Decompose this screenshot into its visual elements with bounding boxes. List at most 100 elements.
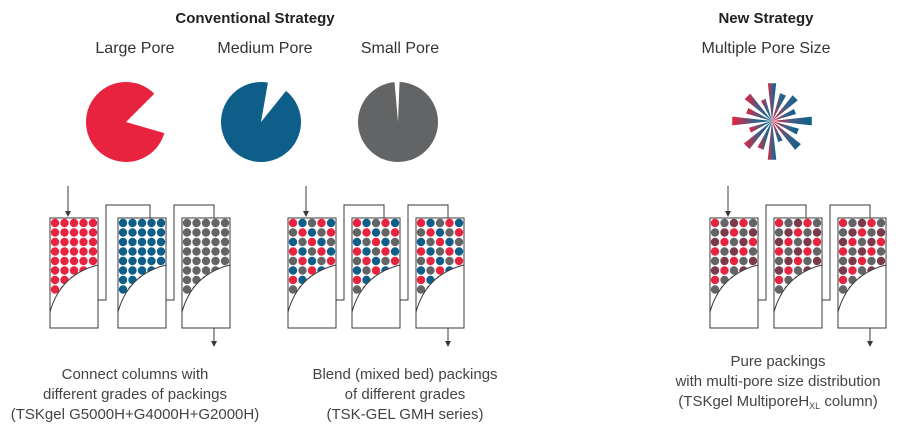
column-connector — [758, 204, 807, 301]
packing-bead — [88, 237, 98, 247]
packing-bead — [371, 256, 381, 266]
packing-bead — [118, 275, 128, 285]
packing-bead — [288, 275, 298, 285]
packing-bead — [128, 266, 137, 275]
packing-bead — [50, 228, 60, 237]
packing-bead — [69, 228, 79, 237]
packing-bead — [812, 228, 822, 237]
packing-bead — [774, 266, 784, 275]
packing-bead — [192, 266, 201, 275]
packing-bead — [147, 237, 156, 247]
multiple-pore-size-label: Multiple Pore Size — [701, 40, 831, 57]
packing-bead — [774, 256, 784, 266]
packing-bead — [307, 266, 317, 275]
packing-bead — [876, 247, 886, 256]
packing-bead — [79, 256, 88, 266]
packing-bead — [748, 247, 758, 256]
packing-bead — [298, 237, 307, 247]
packing-bead — [220, 218, 230, 228]
packing-bead — [793, 247, 803, 256]
packing-bead — [307, 228, 317, 237]
packing-bead — [784, 256, 793, 266]
medium-pore-pie — [220, 81, 301, 162]
packing-bead — [784, 266, 793, 275]
packing-bead — [307, 256, 317, 266]
packing-bead — [182, 237, 192, 247]
packing-bead — [867, 237, 876, 247]
packing-bead — [137, 218, 147, 228]
packing-bead — [381, 247, 390, 256]
packing-bead — [720, 218, 729, 228]
packing-bead — [288, 285, 298, 294]
packing-bead — [435, 266, 445, 275]
packing-bead — [710, 218, 720, 228]
packing-bead — [710, 256, 720, 266]
packing-bead — [118, 266, 128, 275]
packing-bead — [288, 218, 298, 228]
packing-bead — [288, 247, 298, 256]
packing-bead — [426, 218, 435, 228]
packing-bead — [454, 237, 464, 247]
packing-bead — [60, 237, 69, 247]
packing-bead — [69, 237, 79, 247]
packing-bead — [362, 237, 371, 247]
packing-bead — [774, 218, 784, 228]
packing-bead — [867, 218, 876, 228]
packing-bead — [182, 247, 192, 256]
packing-bead — [182, 256, 192, 266]
packing-bead — [720, 266, 729, 275]
packing-bead — [793, 237, 803, 247]
packing-bead — [426, 247, 435, 256]
packing-bead — [848, 237, 857, 247]
packing-bead — [454, 218, 464, 228]
packing-bead — [729, 266, 739, 275]
packing-bead — [710, 275, 720, 285]
packing-bead — [720, 228, 729, 237]
packing-bead — [192, 256, 201, 266]
packing-bead — [60, 247, 69, 256]
packing-bead — [876, 256, 886, 266]
packing-bead — [876, 218, 886, 228]
packing-bead — [88, 256, 98, 266]
packing-bead — [720, 237, 729, 247]
packing-bead — [362, 266, 371, 275]
packing-bead — [201, 237, 211, 247]
packing-boundary — [351, 264, 401, 313]
pore-pie-slice — [220, 81, 301, 162]
packing-bead — [435, 256, 445, 266]
packing-bead — [326, 237, 336, 247]
packing-bead — [867, 247, 876, 256]
packing-bead — [857, 237, 867, 247]
packing-bead — [371, 266, 381, 275]
packing-boundary — [773, 264, 823, 313]
packing-boundary — [837, 264, 887, 313]
packing-bead — [211, 237, 220, 247]
star-spoke — [772, 121, 783, 143]
packing-bead — [352, 275, 362, 285]
packing-bead — [748, 237, 758, 247]
packing-bead — [147, 218, 156, 228]
packing-bead — [774, 228, 784, 237]
packing-bead — [812, 247, 822, 256]
packing-bead — [182, 228, 192, 237]
star-spoke — [772, 93, 786, 121]
packing-bead — [710, 228, 720, 237]
packing-bead — [739, 228, 748, 237]
packing-bead — [454, 256, 464, 266]
packing-boundary — [117, 264, 167, 313]
packing-bead — [298, 247, 307, 256]
packing-bead — [60, 266, 69, 275]
packing-bead — [147, 247, 156, 256]
packing-bead — [362, 218, 371, 228]
large-pore-pie — [86, 82, 165, 162]
packing-bead — [454, 228, 464, 237]
packing-bead — [371, 218, 381, 228]
packing-bead — [381, 228, 390, 237]
packing-bead — [838, 218, 848, 228]
packing-bead — [710, 266, 720, 275]
packing-bead — [848, 256, 857, 266]
packing-bead — [445, 218, 454, 228]
packing-bead — [156, 247, 166, 256]
column-2 — [415, 217, 465, 329]
packing-bead — [201, 218, 211, 228]
